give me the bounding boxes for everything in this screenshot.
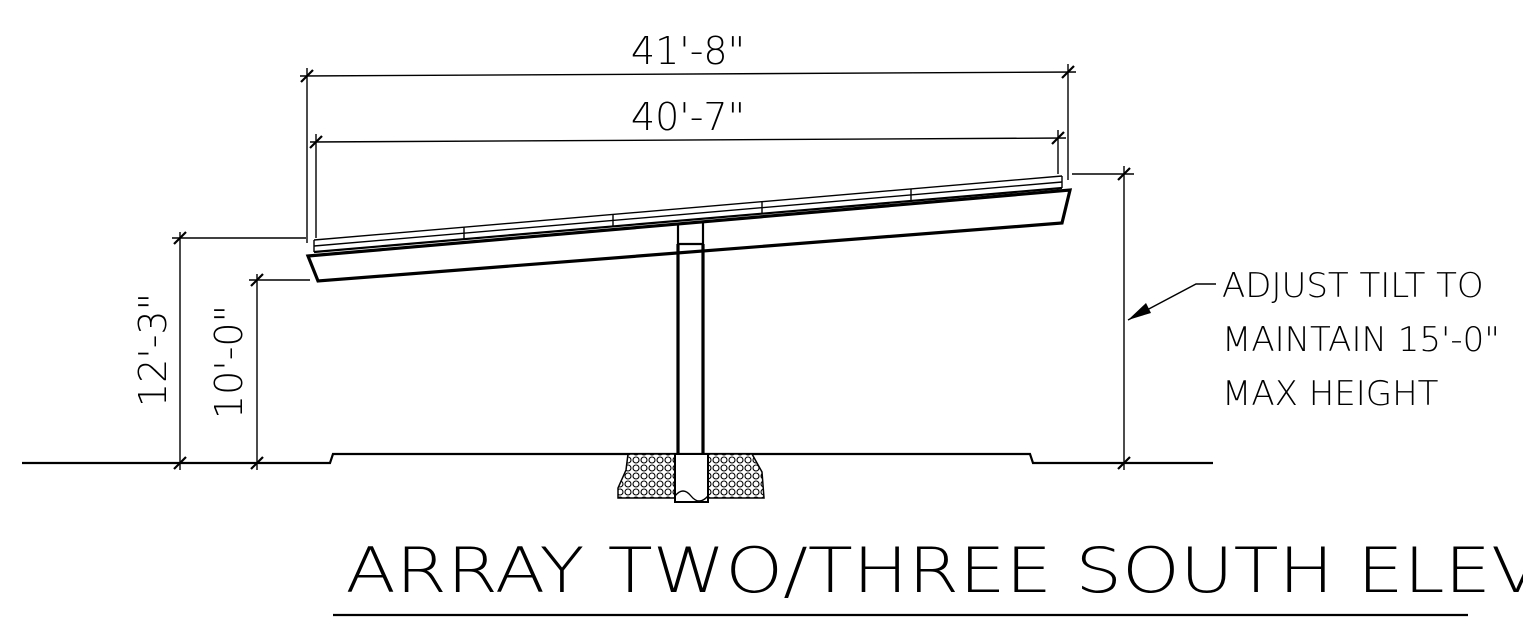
footing (617, 453, 765, 503)
low-edge-bottom-height-dimension: 10'-0" (207, 273, 310, 470)
max-height-dimension (1072, 166, 1134, 470)
column-post (676, 222, 705, 454)
beam (305, 188, 1073, 283)
drawing-title: ARRAY TWO/THREE SOUTH ELEVATION (333, 534, 1523, 617)
note-line-2: MAINTAIN 15'-0" (1222, 320, 1500, 360)
overall-span-label: 41'-8" (631, 29, 745, 73)
note-leader (1127, 283, 1216, 321)
panel-span-dimension: 40'-7" (309, 95, 1067, 238)
low-edge-bottom-height-label: 10'-0" (207, 305, 251, 419)
overall-span-dimension: 41'-8" (299, 29, 1077, 243)
panel-span-label: 40'-7" (631, 95, 745, 139)
low-edge-top-height-dimension: 12'-3" (131, 231, 306, 470)
tilt-note: ADJUST TILT TO MAINTAIN 15'-0" MAX HEIGH… (1222, 266, 1500, 414)
solar-panels (313, 175, 1063, 254)
title-text: ARRAY TWO/THREE SOUTH ELEVATION (346, 534, 1523, 607)
note-line-1: ADJUST TILT TO (1222, 266, 1484, 306)
low-edge-top-height-label: 12'-3" (131, 293, 175, 407)
ground-line (22, 452, 1213, 465)
note-line-3: MAX HEIGHT (1222, 374, 1439, 414)
